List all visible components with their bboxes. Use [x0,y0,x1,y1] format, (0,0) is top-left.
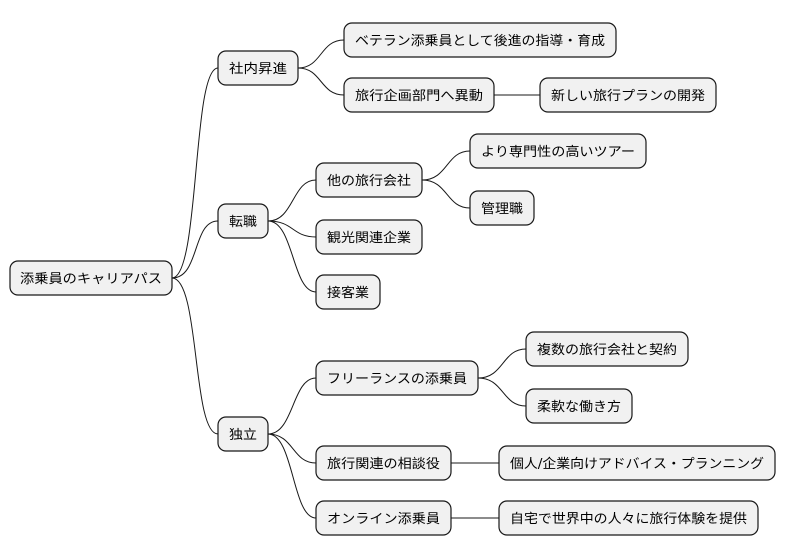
edge-promotion-to-planning [297,67,345,96]
node-veteran-mentoring: ベテラン添乗員として後進の指導・育成 [343,22,617,58]
node-online-guide: オンライン添乗員 [315,500,452,536]
edge-freelance-to-contracts [477,348,527,379]
mindmap-nodes: 添乗員のキャリアパス 社内昇進 転職 独立 ベテラン添乗員として後進の指導・育成… [9,22,776,536]
node-consulting-planning: 個人/企業向けアドバイス・プランニング [498,445,776,481]
edge-independence-to-freelance [267,377,317,435]
node-multiple-contracts: 複数の旅行会社と契約 [525,331,689,367]
node-internal-promotion-label: 社内昇進 [229,61,287,77]
node-travel-advisor-label: 旅行関連の相談役 [327,456,440,472]
edge-other-agency-to-specialized [421,150,471,181]
edge-root-to-job-change [171,220,219,279]
node-hospitality-label: 接客業 [327,285,369,301]
node-new-travel-plans-label: 新しい旅行プランの開発 [551,88,705,104]
edge-other-agency-to-management [421,179,471,209]
node-hospitality: 接客業 [315,274,381,310]
mindmap-connectors [171,39,540,519]
node-freelance-guide: フリーランスの添乗員 [315,360,479,396]
node-root-label: 添乗員のキャリアパス [20,272,162,287]
node-online-guide-label: オンライン添乗員 [327,512,440,527]
edge-root-to-independence [171,277,219,435]
node-management-label: 管理職 [481,202,523,217]
node-internal-promotion: 社内昇進 [217,50,299,86]
node-tourism-companies: 観光関連企業 [315,219,423,255]
node-multiple-contracts-label: 複数の旅行会社と契約 [537,342,677,358]
node-planning-department-label: 旅行企画部門へ異動 [355,88,483,104]
edge-independence-to-online [267,433,317,519]
edge-independence-to-advisor [267,433,317,464]
edge-job-change-to-tourism [267,220,317,238]
node-veteran-mentoring-label: ベテラン添乗員として後進の指導・育成 [355,33,605,49]
edge-root-to-promotion [171,67,219,279]
edge-promotion-to-veteran [297,39,345,69]
node-virtual-travel: 自宅で世界中の人々に旅行体験を提供 [498,500,759,536]
node-management: 管理職 [469,190,535,226]
node-job-change: 転職 [217,203,269,239]
edge-freelance-to-flexible [477,377,527,407]
node-specialized-tours-label: より専門性の高いツアー [481,144,635,160]
node-other-travel-agency-label: 他の旅行会社 [327,173,411,189]
node-planning-department: 旅行企画部門へ異動 [343,77,495,113]
node-other-travel-agency: 他の旅行会社 [315,162,423,198]
node-job-change-label: 転職 [229,215,257,230]
node-new-travel-plans: 新しい旅行プランの開発 [539,77,717,113]
node-independence-label: 独立 [229,428,257,443]
edge-job-change-to-hospitality [267,220,317,293]
node-travel-advisor: 旅行関連の相談役 [315,445,452,481]
node-tourism-companies-label: 観光関連企業 [327,230,411,246]
node-virtual-travel-label: 自宅で世界中の人々に旅行体験を提供 [510,511,747,527]
node-freelance-guide-label: フリーランスの添乗員 [327,372,467,387]
node-consulting-planning-label: 個人/企業向けアドバイス・プランニング [510,456,764,472]
node-specialized-tours: より専門性の高いツアー [469,133,647,169]
node-flexible-work: 柔軟な働き方 [525,388,633,424]
node-flexible-work-label: 柔軟な働き方 [537,399,621,415]
node-root: 添乗員のキャリアパス [9,260,173,296]
node-independence: 独立 [217,416,269,452]
edge-job-change-to-other-agency [267,179,317,222]
